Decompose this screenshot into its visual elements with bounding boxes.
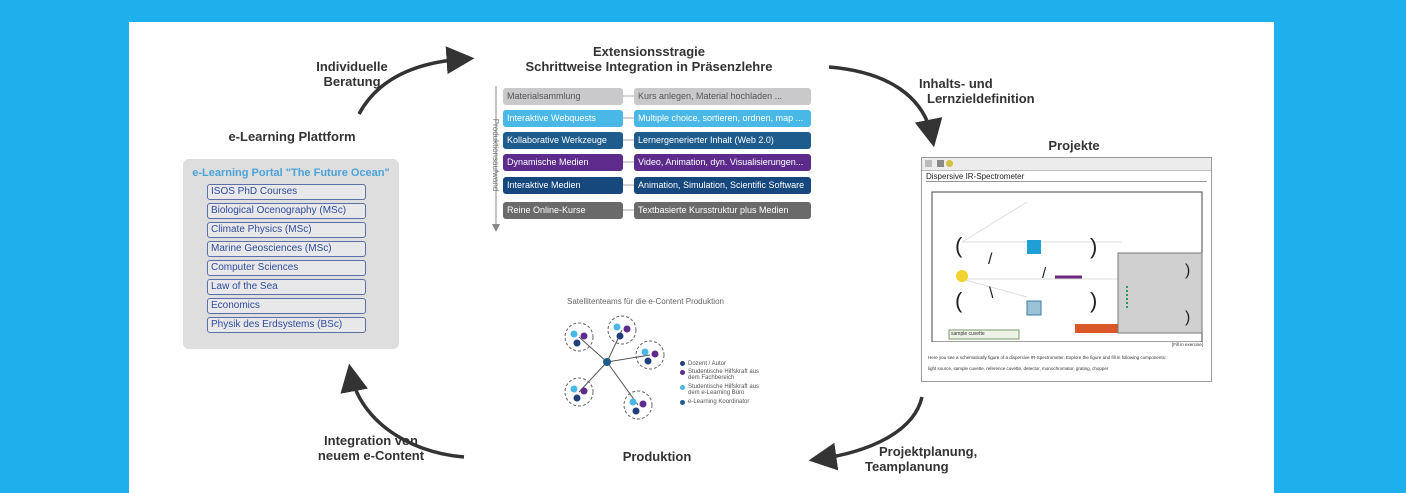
svg-text:): ) [1090, 234, 1097, 259]
label-produktion: Produktion [622, 449, 692, 464]
course-item[interactable]: Climate Physics (MSc) [207, 222, 366, 238]
spectrometer-figure: ( ( / \ / ) ) ) ) [931, 191, 1203, 342]
arrow-to-plattform [340, 363, 465, 459]
svg-text:/: / [988, 251, 993, 268]
components-text: light source, sample cuvette, reference … [928, 366, 1109, 371]
svg-text:\: \ [989, 285, 994, 302]
integration-row-detail: Kurs anlegen, Material hochladen ... [634, 88, 811, 105]
satellite-title: Satellitenteams für die e-Content Produk… [567, 297, 724, 306]
integration-row-detail: Animation, Simulation, Scientific Softwa… [634, 177, 811, 194]
svg-text:/: / [1042, 265, 1047, 282]
produktionsaufwand-axis [492, 86, 500, 232]
legend-item: Dozent / Autor [688, 361, 727, 367]
label-projektplanung: Projektplanung,Teamplanung [865, 444, 978, 474]
course-item[interactable]: Marine Geosciences (MSc) [207, 241, 366, 257]
label-elearning-plattform: e-Learning Plattform [228, 129, 356, 144]
integration-row-detail: Lernergenerierter Inhalt (Web 2.0) [634, 132, 811, 149]
label-projekte: Projekte [1048, 138, 1100, 153]
svg-text:): ) [1185, 262, 1190, 279]
project-title: Dispersive IR-Spectrometer [926, 172, 1025, 181]
integration-row-level: Dynamische Medien [503, 154, 623, 171]
fill-in-link[interactable]: [Fill in exercise] [1172, 342, 1204, 347]
svg-text:(: ( [955, 233, 963, 258]
course-item[interactable]: Economics [207, 298, 366, 314]
portal-title: e-Learning Portal "The Future Ocean" [192, 167, 390, 179]
legend-dot [680, 385, 685, 390]
produktionsaufwand-label: Produktionsaufwand [491, 118, 500, 192]
svg-text:): ) [1090, 288, 1097, 313]
toolbar-icon[interactable] [937, 160, 944, 167]
row-connectors [623, 95, 634, 211]
legend-item: e-Learning Koordinator [688, 399, 750, 405]
bulb-icon[interactable] [946, 160, 953, 167]
legend-item: Studentische Hilfskraft aus dem Fachbere… [688, 369, 760, 381]
course-item[interactable]: ISOS PhD Courses [207, 184, 366, 200]
cuvette-label[interactable]: sample cuvette [951, 331, 985, 337]
course-item[interactable]: Physik des Erdsystems (BSc) [207, 317, 366, 333]
legend-dot [680, 361, 685, 366]
legend-item: Studentische Hilfskraft aus dem e-Learni… [688, 384, 760, 396]
elearning-portal-box: e-Learning Portal "The Future Ocean" ISO… [183, 159, 399, 349]
project-window: Dispersive IR-Spectrometer ( ( / \ / ) )… [921, 157, 1212, 382]
arrow-to-projektplanung [808, 396, 924, 471]
course-item[interactable]: Computer Sciences [207, 260, 366, 276]
integration-row-level: Interaktive Medien [503, 177, 623, 194]
integration-row-detail: Multiple choice, sortieren, ordnen, map … [634, 110, 811, 127]
integration-row-level: Materialsammlung [503, 88, 623, 105]
integration-row-detail: Textbasierte Kursstruktur plus Medien [634, 202, 811, 219]
project-toolbar [922, 158, 1211, 171]
svg-text:(: ( [955, 288, 963, 313]
divider [926, 181, 1207, 182]
legend-dot [680, 400, 685, 405]
integration-row-level: Interaktive Webquests [503, 110, 623, 127]
cycle-arrows [340, 46, 943, 471]
integration-row-level: Kollaborative Werkzeuge [503, 132, 623, 149]
legend-dot [680, 370, 685, 375]
course-item[interactable]: Biological Ocenography (MSc) [207, 203, 366, 219]
toolbar-icon[interactable] [925, 160, 932, 167]
svg-text:): ) [1185, 309, 1190, 326]
instructions-text: Here you see a schematically figure of a… [928, 355, 1167, 360]
satellite-network [564, 315, 665, 420]
course-item[interactable]: Law of the Sea [207, 279, 366, 295]
arrow-to-inhalts [828, 65, 943, 148]
integration-row-detail: Video, Animation, dyn. Visualisierungen.… [634, 154, 811, 171]
arrow-to-extension [357, 46, 475, 115]
integration-row-level: Reine Online-Kurse [503, 202, 623, 219]
